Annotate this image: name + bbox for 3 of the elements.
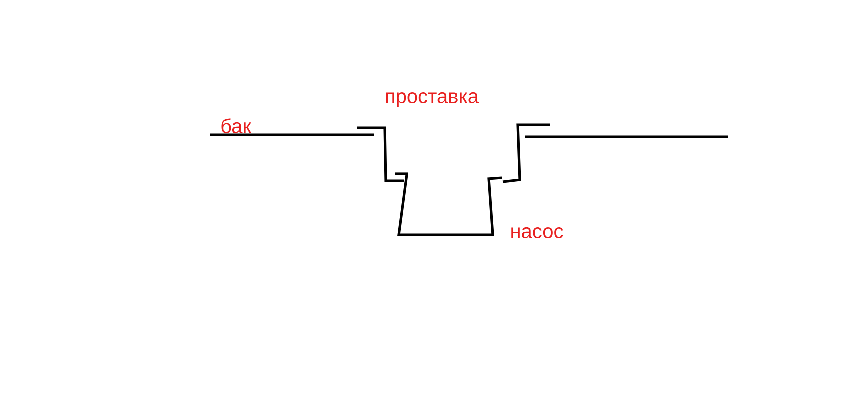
part-label: насос	[512, 228, 564, 238]
part-label: проставка	[386, 92, 480, 108]
part-label: бак	[222, 118, 252, 134]
